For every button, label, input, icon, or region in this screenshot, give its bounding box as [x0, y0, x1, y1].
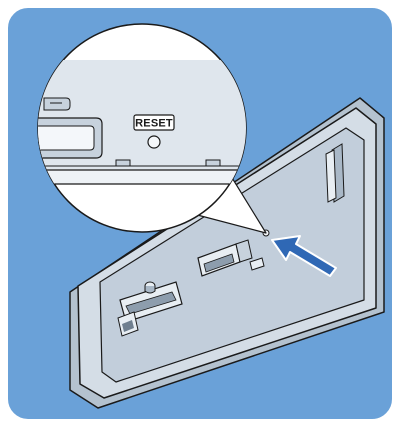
pointer-arrow-icon [271, 235, 337, 277]
faceplate [69, 97, 385, 409]
reset-button-icon [147, 135, 161, 149]
magnifier-callout: RESET [37, 23, 247, 233]
reset-label: RESET [135, 118, 173, 130]
reset-label-box [133, 114, 175, 131]
center-slot [197, 239, 253, 277]
left-card-slot [117, 281, 183, 337]
